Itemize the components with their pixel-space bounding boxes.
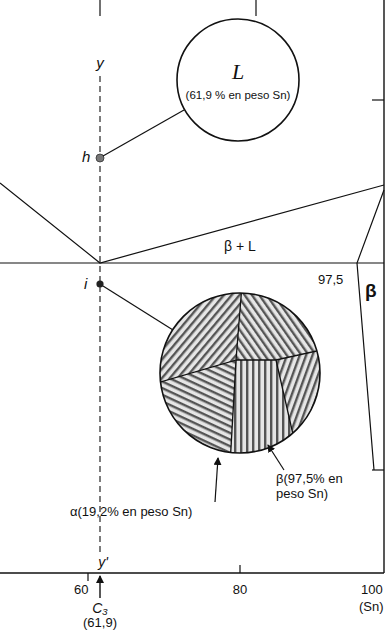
axis-label: 100 [361,583,383,598]
diagram-label: y [96,54,104,71]
diagram-label: β + L [224,238,256,254]
axis-label: 80 [233,583,247,598]
diagram-label: y' [98,554,108,570]
diagram-label: α(19,2% en peso Sn) [70,505,192,520]
phase-composition: (61,9 % en peso Sn) [186,89,291,101]
diagram-label: i [84,275,87,292]
diagram-label: h [82,148,90,165]
diagram-label: β(97,5% en peso Sn) [276,472,362,502]
axis-label: 60 [74,583,88,598]
axis-label: (Sn) [359,600,384,615]
phase-name: L [232,59,244,85]
phase-circle: L (61,9 % en peso Sn) [176,18,300,142]
diagram-label: 97,5 [318,273,343,288]
phase-region-label: β [365,280,377,302]
diagram-label: C₃ [92,600,108,616]
diagram-label: (61,9) [83,616,117,631]
